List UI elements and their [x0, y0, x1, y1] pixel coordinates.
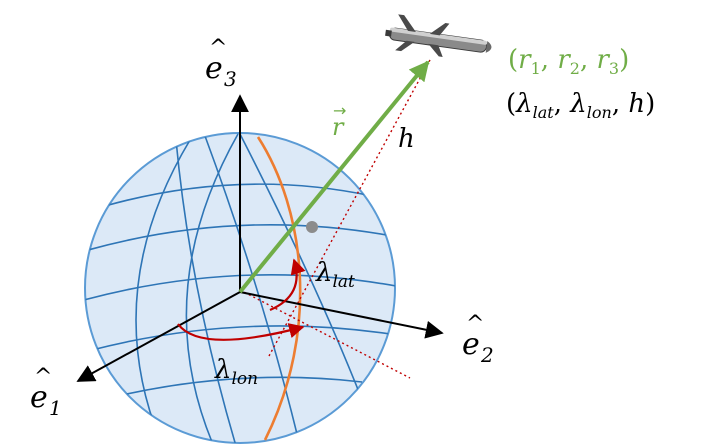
axis-label-e3: e ^ 3	[205, 36, 237, 91]
r-symbol: r	[332, 113, 345, 141]
cartesian-coordinates: (r1, r2, r3)	[508, 45, 629, 78]
geodetic-coordinates: (λlat, λlon, h)	[506, 89, 655, 122]
e1-base: e	[30, 380, 48, 415]
longitude-arc	[177, 323, 305, 341]
surface-point	[306, 221, 318, 233]
e3-subscript: 3	[224, 67, 237, 91]
position-vector-label: r →	[332, 101, 346, 141]
hat-icon: ^	[34, 365, 52, 390]
hat-icon: ^	[466, 312, 484, 337]
e2-subscript: 2	[480, 343, 494, 367]
hat-icon: ^	[209, 36, 227, 61]
e1-subscript: 1	[49, 396, 62, 420]
axis-e2	[239, 291, 444, 339]
e2-base: e	[462, 327, 480, 362]
latitude-label: λlat	[315, 258, 355, 292]
ellipsoid-normal-line	[268, 59, 431, 357]
latitude-arc	[269, 258, 306, 312]
altitude-label: h	[398, 124, 415, 154]
longitude-label: λlon	[214, 355, 258, 389]
axis-label-e2: e ^ 2	[462, 312, 494, 367]
angle-arcs	[177, 258, 306, 341]
aircraft-icon	[385, 14, 492, 57]
e3-base: e	[205, 51, 223, 86]
position-vector	[238, 60, 430, 294]
axis-label-e1: e ^ 1	[30, 365, 62, 420]
axis-e1	[76, 291, 241, 382]
projection-lines	[239, 59, 431, 379]
axes	[76, 94, 444, 382]
vector-arrow-icon: →	[333, 101, 346, 120]
longitude-projection-line	[239, 289, 411, 379]
